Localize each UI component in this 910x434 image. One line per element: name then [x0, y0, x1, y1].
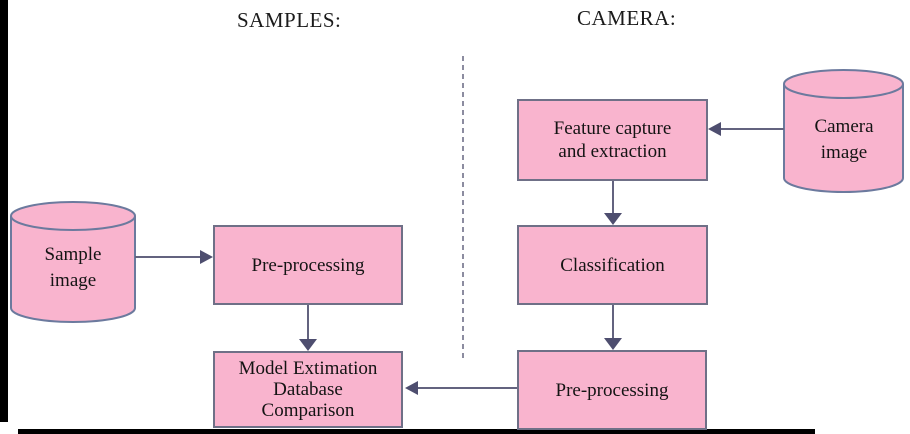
camera-image-label-line2: image [820, 142, 868, 163]
feature-capture-label-line2: and extraction [558, 141, 667, 162]
feature-capture-label-line1: Feature capture [553, 118, 672, 139]
arrow-preprocessing-to-model [299, 305, 317, 351]
sample-image-cylinder [10, 201, 136, 323]
classification-label: Classification [560, 254, 665, 276]
feature-capture-box: Feature capture and extraction [517, 99, 708, 181]
arrow-preprocessing-to-model-horizontal [405, 381, 517, 395]
camera-image-label-line1: Camera [814, 116, 874, 137]
preprocessing-camera-label: Pre-processing [555, 379, 669, 401]
sample-image-label-line2: image [49, 270, 97, 291]
arrow-feature-to-classification [604, 181, 622, 225]
camera-image-label: Camera image [784, 114, 904, 166]
sample-image-label: Sample image [13, 242, 133, 294]
preprocessing-samples-label: Pre-processing [251, 254, 365, 276]
samples-section-title: SAMPLES: [237, 8, 342, 32]
model-label-line2: Database [273, 379, 343, 400]
left-edge-bar [0, 0, 8, 422]
arrow-classification-to-preprocessing [604, 305, 622, 350]
sample-image-label-line1: Sample [44, 244, 102, 265]
model-label-line3: Comparison [261, 400, 355, 421]
bottom-edge-bar [18, 429, 815, 434]
preprocessing-box-camera: Pre-processing [517, 350, 707, 430]
classification-box: Classification [517, 225, 708, 305]
model-estimation-box: Model Extimation Database Comparison [213, 351, 403, 428]
camera-image-cylinder [783, 69, 904, 193]
camera-section-title: CAMERA: [577, 6, 677, 30]
preprocessing-box-samples: Pre-processing [213, 225, 403, 305]
model-label-line1: Model Extimation [238, 358, 378, 379]
arrow-camera-to-feature [708, 122, 784, 136]
arrow-sample-to-preprocessing [135, 250, 213, 264]
